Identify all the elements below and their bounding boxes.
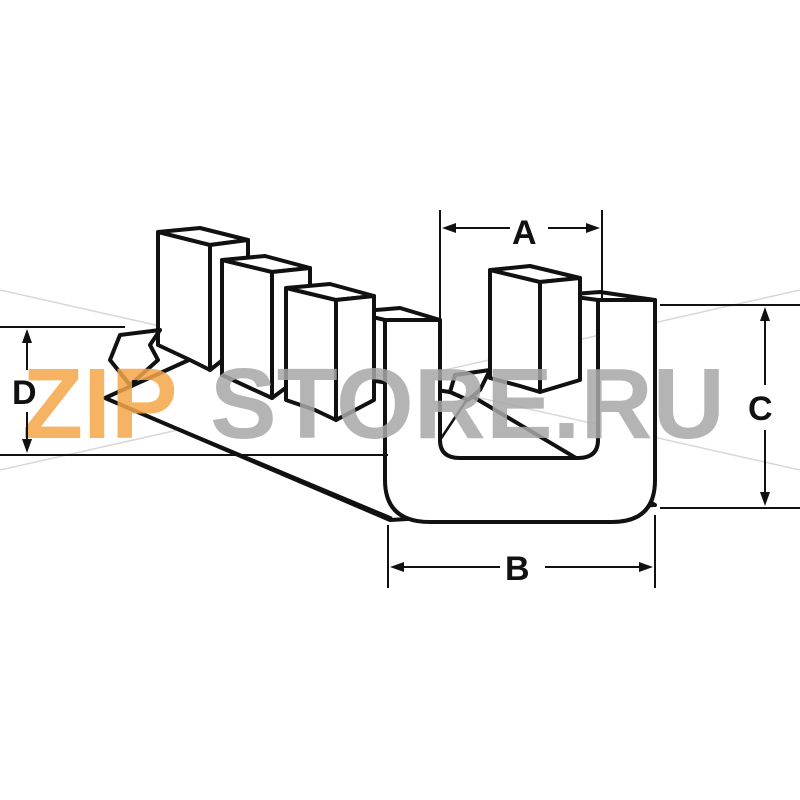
dimension-label-c: C: [748, 390, 773, 428]
dimension-label-a: A: [512, 214, 537, 252]
dimension-d: D: [0, 326, 388, 456]
dimension-label-d: D: [12, 374, 37, 412]
fin-4-front: [488, 264, 582, 394]
dimension-label-b: B: [505, 550, 530, 588]
dimension-c: C: [660, 304, 800, 509]
watermark-zip: ZIP: [22, 348, 178, 460]
break-edge: [108, 328, 492, 402]
fin-3: [284, 282, 376, 422]
dimension-a: A: [439, 210, 603, 320]
watermark: ZIP STORE.RU: [22, 348, 725, 460]
watermark-store: STORE.RU: [210, 348, 725, 460]
fin-1: [156, 226, 250, 372]
dimension-b: B: [387, 515, 656, 588]
